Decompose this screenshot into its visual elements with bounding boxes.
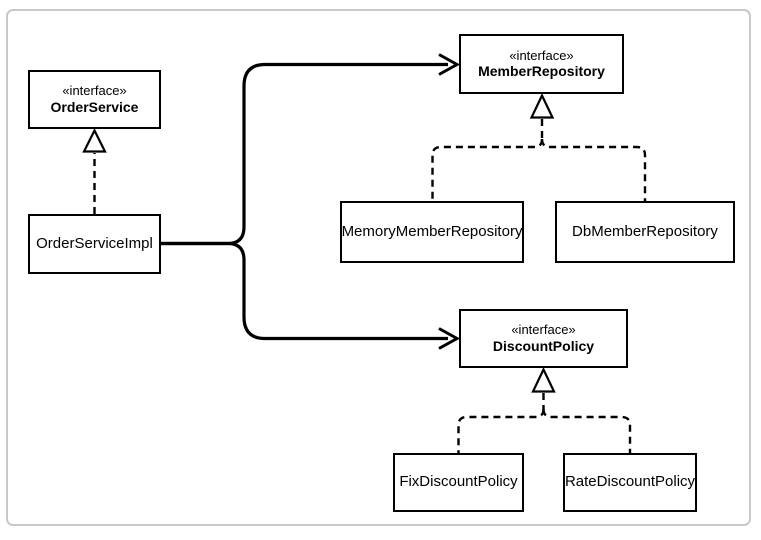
realization-triangle-discount-policy <box>531 366 556 393</box>
stereotype-label: «interface» <box>509 47 574 63</box>
class-name: OrderService <box>50 98 139 115</box>
class-name: RateDiscountPolicy <box>564 473 696 491</box>
dependency-arrowhead-member-repository <box>438 53 461 76</box>
class-name: MemberRepository <box>478 63 605 80</box>
class-name: OrderServiceImpl <box>36 234 153 252</box>
dependency-line-discount-policy <box>161 241 448 341</box>
class-name: DbMemberRepository <box>572 222 718 240</box>
node-fix-discount-policy: FixDiscountPolicy <box>393 453 524 512</box>
realization-dashed-db-member-repository <box>540 138 647 201</box>
realization-dashed-rate-discount-policy <box>542 408 632 453</box>
dependency-line-member-repository <box>161 62 448 246</box>
node-order-service-impl: OrderServiceImpl <box>28 214 161 274</box>
node-db-member-repository: DbMemberRepository <box>555 201 735 263</box>
realization-triangle-member-repository <box>529 92 555 119</box>
realization-triangle-order-service <box>82 128 107 153</box>
class-name: MemoryMemberRepository <box>341 222 523 240</box>
realization-dashed-fix-discount-policy <box>457 408 545 453</box>
node-discount-policy: «interface» DiscountPolicy <box>459 309 628 368</box>
node-memory-member-repository: MemoryMemberRepository <box>340 201 524 263</box>
node-order-service: «interface» OrderService <box>28 70 161 129</box>
stereotype-label: «interface» <box>62 83 127 99</box>
diagram-frame-border <box>6 9 751 526</box>
node-rate-discount-policy: RateDiscountPolicy <box>563 453 697 512</box>
node-member-repository: «interface» MemberRepository <box>459 34 624 94</box>
stereotype-label: «interface» <box>511 322 576 338</box>
dependency-arrowhead-discount-policy <box>438 327 461 350</box>
class-name: DiscountPolicy <box>492 337 595 354</box>
realization-dashed-memory-member-repository <box>431 138 544 201</box>
class-name: FixDiscountPolicy <box>399 473 518 491</box>
